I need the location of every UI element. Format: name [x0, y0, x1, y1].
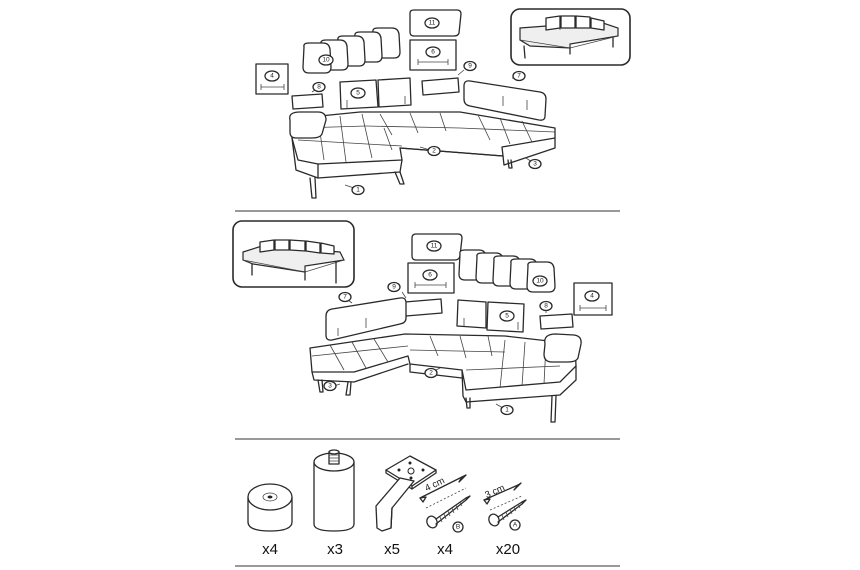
- plate-leg-qty: x5: [384, 541, 400, 558]
- screw-b-length: 4 cm: [423, 475, 446, 494]
- bolster-6: 6: [409, 39, 457, 71]
- screw-a-length: 3 cm: [483, 482, 506, 500]
- backrest-panel-7: 7: [463, 70, 547, 121]
- headrests-10: 10: [302, 27, 401, 74]
- back-cushion-5: 5: [339, 77, 412, 110]
- label-5-b: 5: [505, 313, 509, 320]
- label-11: 11: [429, 20, 436, 27]
- label-1: 1: [356, 187, 360, 194]
- screw-b-icon: 4 cm B: [419, 474, 471, 533]
- label-8-b: 8: [544, 303, 548, 310]
- label-4: 4: [270, 73, 274, 80]
- label-11-b: 11: [431, 243, 438, 250]
- inset-thumbnail-middle: [232, 220, 355, 288]
- label-6-b: 6: [428, 272, 432, 279]
- headrest-11-b: 11: [411, 233, 463, 261]
- screw-a-qty: x20: [496, 541, 520, 558]
- sofa-base-middle: 3 2 1: [309, 333, 582, 423]
- armrest-8: 8: [291, 81, 326, 110]
- label-2: 2: [432, 148, 436, 155]
- label-2-b: 2: [429, 370, 433, 377]
- label-4-b: 4: [590, 293, 594, 300]
- screw-a-letter: A: [513, 522, 518, 529]
- side-cushion-4-b: 4: [573, 282, 613, 316]
- armrest-9: 9: [421, 60, 477, 96]
- screw-a-icon: 3 cm A: [483, 482, 527, 531]
- label-9-b: 9: [392, 284, 396, 291]
- bolster-6-b: 6: [407, 262, 455, 294]
- round-foot-icon: [247, 483, 293, 532]
- plate-leg-icon: [375, 455, 437, 532]
- sofa-base-top: 1 2 3: [289, 111, 556, 199]
- label-5: 5: [356, 90, 360, 97]
- label-3-b: 3: [328, 383, 332, 390]
- hardware-section: x4 x3 x5 4: [247, 449, 527, 558]
- screw-b-qty: x4: [437, 541, 453, 558]
- inset-thumbnail-top: [510, 8, 631, 66]
- backrest-panel-7-b: 7: [325, 291, 407, 341]
- side-cushion-4: 4: [255, 63, 289, 95]
- cylinder-leg-icon: [313, 449, 355, 532]
- headrest-11: 11: [409, 9, 462, 37]
- armrest-9-b: 9: [387, 281, 443, 317]
- middle-configuration: 11 6 10 4: [232, 220, 613, 423]
- screw-b-letter: B: [456, 524, 460, 531]
- cylinder-leg-qty: x3: [327, 541, 343, 558]
- label-1-b: 1: [505, 407, 509, 414]
- headrests-10-b: 10: [458, 249, 556, 293]
- label-10-b: 10: [536, 278, 544, 285]
- label-3: 3: [533, 161, 537, 168]
- label-8: 8: [317, 84, 321, 91]
- label-10: 10: [322, 57, 330, 64]
- label-7: 7: [517, 73, 521, 80]
- label-6: 6: [431, 49, 435, 56]
- top-configuration: 11 6 10 4: [255, 8, 631, 199]
- back-cushion-5-b: 5: [456, 299, 525, 333]
- label-7-b: 7: [343, 294, 347, 301]
- armrest-8-b: 8: [539, 300, 574, 330]
- round-foot-qty: x4: [262, 541, 278, 558]
- label-9: 9: [468, 63, 472, 70]
